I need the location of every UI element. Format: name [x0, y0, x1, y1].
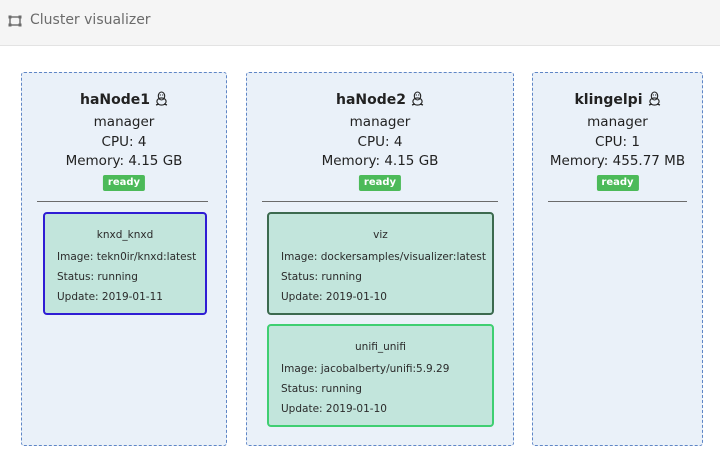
task-image: Image: tekn0ir/knxd:latest [57, 251, 197, 263]
task-name: viz [373, 229, 388, 241]
task-update: Update: 2019-01-10 [281, 403, 387, 415]
linux-penguin-icon [155, 91, 168, 106]
node-name: haNode2 [247, 91, 513, 108]
node-name: klingelpi [533, 91, 702, 108]
divider [262, 201, 498, 202]
status-badge: ready [358, 175, 402, 191]
task-name: knxd_knxd [96, 229, 154, 241]
status-badge: ready [102, 175, 146, 191]
node-name: haNode1 [22, 91, 226, 108]
divider [37, 201, 208, 202]
task-name: unifi_unifi [355, 341, 406, 353]
node-role: manager [93, 114, 155, 130]
task-card-knxd[interactable]: knxd_knxd Image: tekn0ir/knxd:latest Sta… [43, 212, 207, 315]
node-card-hanode1: haNode1 manager CPU: 4 Memory: 4.15 GB r… [21, 72, 227, 446]
divider [548, 201, 687, 202]
task-update: Update: 2019-01-11 [57, 291, 163, 303]
node-card-hanode2: haNode2 manager CPU: 4 Memory: 4.15 GB r… [246, 72, 514, 446]
node-role: manager [587, 114, 648, 130]
task-status: Status: running [57, 271, 138, 283]
task-status: Status: running [281, 383, 362, 395]
task-image: Image: jacobalberty/unifi:5.9.29 [281, 363, 450, 375]
task-image: Image: dockersamples/visualizer:latest [281, 251, 486, 263]
node-cpu: CPU: 4 [357, 134, 403, 150]
linux-penguin-icon [648, 91, 660, 106]
node-memory: Memory: 4.15 GB [65, 153, 183, 169]
task-card-viz[interactable]: viz Image: dockersamples/visualizer:late… [267, 212, 494, 315]
top-bar: Cluster visualizer [0, 0, 720, 46]
task-update: Update: 2019-01-10 [281, 291, 387, 303]
node-cpu: CPU: 4 [101, 134, 147, 150]
task-status: Status: running [281, 271, 362, 283]
linux-penguin-icon [411, 91, 424, 106]
node-role: manager [349, 114, 411, 130]
status-badge: ready [596, 175, 639, 191]
node-card-klingelpi: klingelpi manager CPU: 1 Memory: 455.77 … [532, 72, 703, 446]
page-title: Cluster visualizer [30, 12, 151, 28]
task-card-unifi[interactable]: unifi_unifi Image: jacobalberty/unifi:5.… [267, 324, 494, 427]
node-memory: Memory: 455.77 MB [549, 153, 686, 169]
node-memory: Memory: 4.15 GB [321, 153, 439, 169]
cluster-icon [8, 15, 22, 27]
node-cpu: CPU: 1 [595, 134, 640, 150]
